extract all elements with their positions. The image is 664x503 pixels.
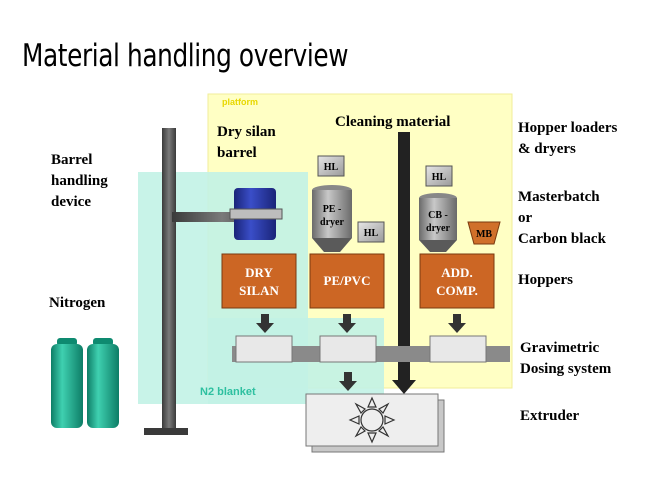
svg-text:DRY: DRY xyxy=(245,265,273,280)
svg-text:COMP.: COMP. xyxy=(436,283,478,298)
cb-dryer: CB - dryer xyxy=(419,193,457,252)
mb-hopper: MB xyxy=(467,221,501,245)
pe-dryer: PE - dryer xyxy=(312,185,352,252)
hopper-dry-silan: DRY SILAN xyxy=(221,253,297,309)
platform-label: platform xyxy=(222,97,258,107)
svg-text:HL: HL xyxy=(432,172,447,183)
n2-blanket-label: N2 blanket xyxy=(200,386,256,398)
extruder-label: Extruder xyxy=(520,408,580,424)
hl-box-2: HL xyxy=(357,221,385,243)
hoppers-label: Hoppers xyxy=(518,272,574,288)
extruder-feed-arrow xyxy=(339,372,357,391)
gravimetric-label: Gravimetric Dosing system xyxy=(520,340,612,377)
cleaning-material-label: Cleaning material xyxy=(335,114,451,130)
hopper-pe-pvc: PE/PVC xyxy=(309,253,385,309)
svg-text:CB -: CB - xyxy=(428,210,448,221)
svg-text:HL: HL xyxy=(364,228,379,239)
svg-text:SILAN: SILAN xyxy=(239,283,279,298)
svg-text:dryer: dryer xyxy=(426,223,450,234)
dosing-units xyxy=(235,335,487,363)
masterbatch-label: Masterbatch or Carbon black xyxy=(518,189,606,247)
barrel-handling-label: Barrel handling device xyxy=(51,152,108,210)
barrel-handling-pole xyxy=(144,128,272,435)
hopper-loaders-label: Hopper loaders & dryers xyxy=(518,120,618,157)
hl-box-1: HL xyxy=(317,155,345,177)
hl-box-3: HL xyxy=(425,165,453,187)
extruder-box xyxy=(305,393,445,453)
svg-text:ADD.: ADD. xyxy=(441,265,472,280)
hopper-arrows xyxy=(256,314,466,333)
svg-text:PE/PVC: PE/PVC xyxy=(324,273,371,288)
nitrogen-cylinders xyxy=(51,338,119,428)
extruder-screw-icon xyxy=(348,396,396,444)
pe-dryer-label-2: dryer xyxy=(320,217,344,228)
cleaning-arrow xyxy=(392,380,416,394)
dry-silan-barrel-drum xyxy=(229,188,283,240)
svg-text:MB: MB xyxy=(476,229,492,240)
svg-text:HL: HL xyxy=(324,162,339,173)
hopper-add-comp: ADD. COMP. xyxy=(419,253,495,309)
page-title: Material handling overview xyxy=(22,38,349,74)
nitrogen-label: Nitrogen xyxy=(49,295,106,311)
dry-silan-barrel-label: Dry silan barrel xyxy=(217,124,276,161)
pe-dryer-label-1: PE - xyxy=(323,204,342,215)
cleaning-material-pipe xyxy=(398,132,410,384)
